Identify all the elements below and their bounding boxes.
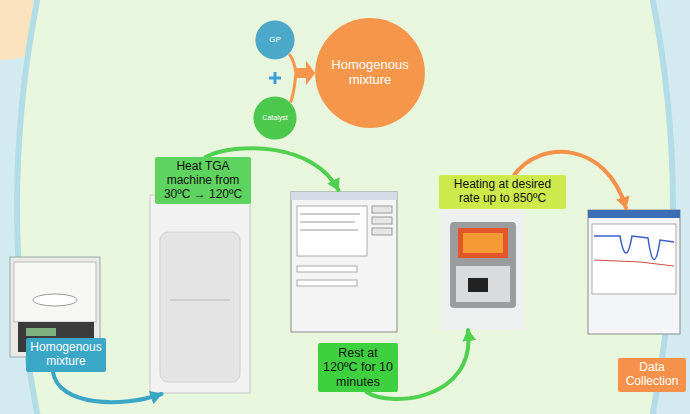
node-text: Rest at 120ºC for 10 minutes: [322, 346, 394, 389]
flow-arrow: [53, 372, 162, 402]
flow-arrow: [289, 54, 315, 85]
input-circle: GP: [255, 20, 295, 60]
step-label: Homogenous mixture: [26, 338, 106, 372]
step-card: Heating at desired rate up to 850ºC: [435, 175, 567, 330]
step-card: Heat TGA machine from 30ºC → 120ºC: [145, 157, 255, 394]
step-card: Rest at 120ºC for 10 minutes: [288, 190, 400, 392]
chart-screenshot: [588, 210, 680, 334]
node-text: GP: [269, 35, 281, 44]
step-card: Homogenous mixture: [8, 255, 108, 372]
step-label: Data Collection: [618, 358, 686, 392]
furnace-photo: [440, 200, 525, 330]
step-label: Heating at desired rate up to 850ºC: [439, 175, 566, 209]
node-text: Heating at desired rate up to 850ºC: [443, 178, 562, 206]
step-label: Heat TGA machine from 30ºC → 120ºC: [155, 157, 251, 204]
node-text: Heat TGA machine from 30ºC → 120ºC: [159, 160, 247, 201]
node-text: Homogenous mixture: [30, 341, 102, 369]
result-circle: Homogenous mixture: [314, 17, 426, 129]
flow-arrow: [291, 61, 315, 102]
node-text: Catalyst: [262, 114, 287, 122]
node-text: Data Collection: [622, 361, 682, 389]
step-label: Rest at 120ºC for 10 minutes: [318, 343, 398, 392]
tga-machine-photo: [150, 195, 250, 393]
step-card: Data Collection: [586, 208, 686, 392]
software-screenshot: [291, 192, 397, 332]
node-text: Homogenous mixture: [325, 58, 415, 88]
plus-symbol: [269, 72, 281, 84]
input-circle: Catalyst: [253, 96, 297, 140]
